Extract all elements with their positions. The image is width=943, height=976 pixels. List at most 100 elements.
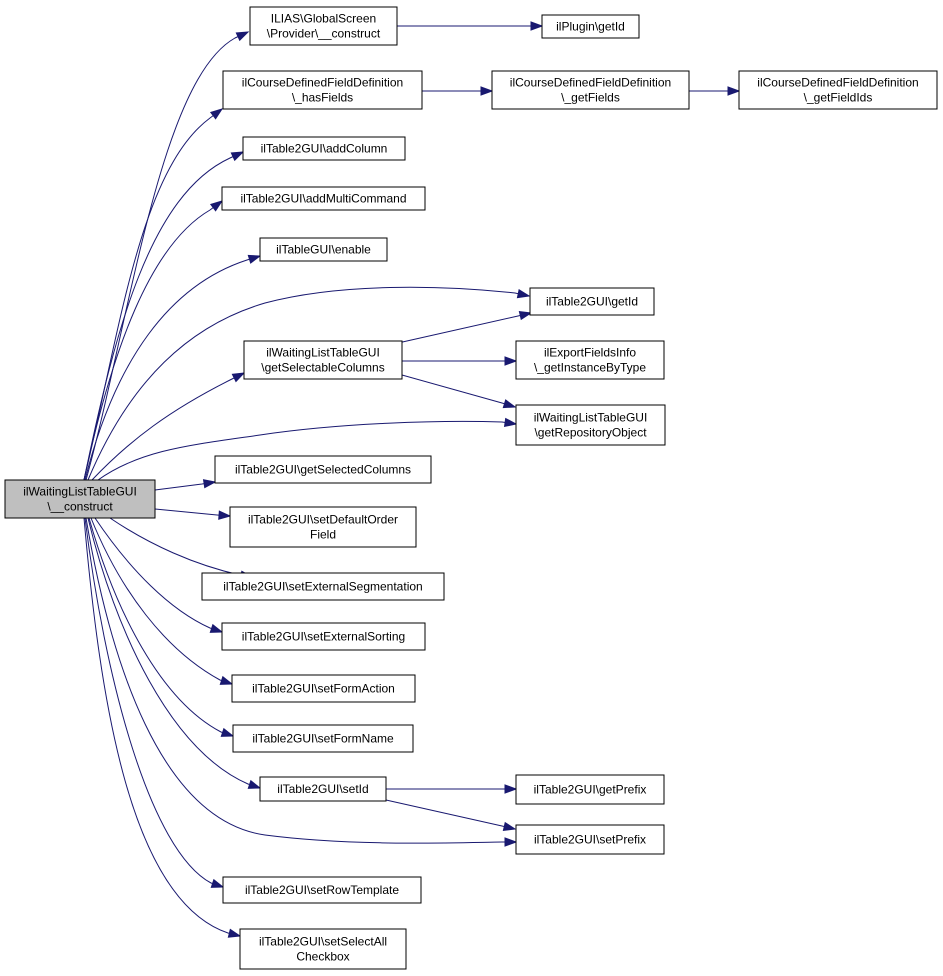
edge-arrowhead <box>209 200 224 212</box>
node-addmulticommand[interactable]: ilTable2GUI\addMultiCommand <box>221 186 426 211</box>
node-wl-getrepositoryobject[interactable]: ilWaitingListTableGUI\getRepositoryObjec… <box>515 404 666 446</box>
edge-arrowhead <box>727 86 741 96</box>
node-label-line: \getRepositoryObject <box>534 426 647 440</box>
node-box <box>222 70 423 110</box>
edge-root-to-wl_getselectablecolumns <box>91 372 246 481</box>
node-box <box>243 340 403 380</box>
edge-line <box>94 517 223 633</box>
node-getselectedcolumns[interactable]: ilTable2GUI\getSelectedColumns <box>214 455 432 484</box>
edges-layer <box>83 21 741 938</box>
node-wl-getselectablecolumns[interactable]: ilWaitingListTableGUI\getSelectableColum… <box>243 340 403 380</box>
edge-line <box>83 517 241 937</box>
node-label-line: ilTable2GUI\setSelectAll <box>259 935 387 949</box>
edge-root-to-t2_getid <box>87 286 531 481</box>
edge-root-to-setrowtemplate <box>84 517 225 888</box>
node-box <box>221 186 426 211</box>
edge-wl_getselectablecolumns-to-wl_getrepositoryobject <box>401 374 517 409</box>
edge-root-to-setid <box>87 517 262 789</box>
node-label-line: Field <box>310 528 336 542</box>
node-addcolumn[interactable]: ilTable2GUI\addColumn <box>242 136 406 161</box>
node-label-line: ilCourseDefinedFieldDefinition <box>757 76 918 90</box>
node-box <box>4 479 156 519</box>
edge-arrowhead <box>518 310 533 321</box>
edge-root-to-gs_provider_construct <box>85 31 250 481</box>
node-box <box>529 287 655 316</box>
node-label-line: ilTable2GUI\setFormName <box>252 732 394 746</box>
node-label-line: ilTable2GUI\setDefaultOrder <box>248 513 398 527</box>
edge-arrowhead <box>480 86 494 96</box>
edge-root-to-tablegui_enable <box>84 254 262 481</box>
node-box <box>541 14 640 39</box>
node-export-getinstancebytype[interactable]: ilExportFieldsInfo\_getInstanceByType <box>515 340 665 380</box>
node-box <box>242 136 406 161</box>
node-label-line: ilCourseDefinedFieldDefinition <box>510 76 671 90</box>
edge-line <box>84 517 224 888</box>
node-root[interactable]: ilWaitingListTableGUI\__construct <box>4 479 156 519</box>
edge-setid-to-setprefix <box>385 799 517 832</box>
edge-arrowhead <box>202 479 217 489</box>
node-box <box>249 6 398 46</box>
edge-line <box>85 31 249 481</box>
node-gs-provider-construct[interactable]: ILIAS\GlobalScreen\Provider\__construct <box>249 6 398 46</box>
node-cdf-getfields[interactable]: ilCourseDefinedFieldDefinition\_getField… <box>491 70 690 110</box>
edge-root-to-setformaction <box>90 517 234 685</box>
edge-root-to-setdefaultorderfield <box>154 508 232 520</box>
node-label-line: ilWaitingListTableGUI <box>23 485 137 499</box>
edge-arrowhead <box>502 399 517 409</box>
node-box <box>515 824 665 855</box>
edge-line <box>83 200 223 481</box>
edge-line <box>87 517 261 789</box>
node-setrowtemplate[interactable]: ilTable2GUI\setRowTemplate <box>222 876 422 904</box>
node-label-line: ilTable2GUI\setRowTemplate <box>245 883 399 897</box>
nodes-layer: ilWaitingListTableGUI\__construct ILIAS\G… <box>4 6 938 970</box>
node-cdf-hasfields[interactable]: ilCourseDefinedFieldDefinition\_hasField… <box>222 70 423 110</box>
edge-arrowhead <box>502 821 517 832</box>
node-box <box>232 724 414 753</box>
node-label-line: ilTable2GUI\setPrefix <box>534 833 646 847</box>
node-label-line: ilTable2GUI\getSelectedColumns <box>235 463 411 477</box>
edge-root-to-setexternalsorting <box>94 517 224 633</box>
edge-line <box>83 151 244 481</box>
node-setformaction[interactable]: ilTable2GUI\setFormAction <box>231 674 416 703</box>
node-label-line: \__construct <box>47 500 113 514</box>
edge-arrowhead <box>230 151 245 162</box>
node-box <box>222 876 422 904</box>
node-label-line: ilExportFieldsInfo <box>544 346 636 360</box>
node-setexternalsegmentation[interactable]: ilTable2GUI\setExternalSegmentation <box>201 572 445 601</box>
node-label-line: \getSelectableColumns <box>261 361 384 375</box>
edge-line <box>85 517 516 844</box>
node-box <box>239 928 407 970</box>
edge-arrowhead <box>504 837 518 847</box>
edge-line <box>91 372 245 481</box>
node-cdf-getfieldids[interactable]: ilCourseDefinedFieldDefinition\_getField… <box>738 70 938 110</box>
edge-arrowhead <box>218 510 232 520</box>
edge-root-to-wl_getrepositoryobject <box>97 417 518 481</box>
edge-arrowhead <box>504 784 518 794</box>
edge-arrowhead <box>516 288 531 299</box>
node-label-line: Checkbox <box>296 950 349 964</box>
node-label-line: \_getFields <box>561 91 620 105</box>
node-label-line: ilTable2GUI\addMultiCommand <box>240 192 406 206</box>
node-label-line: \_hasFields <box>292 91 353 105</box>
edge-arrowhead <box>503 417 518 428</box>
node-label-line: ILIAS\GlobalScreen <box>271 12 376 26</box>
node-getprefix[interactable]: ilTable2GUI\getPrefix <box>515 774 665 805</box>
node-t2-getid[interactable]: ilTable2GUI\getId <box>529 287 655 316</box>
edge-root-to-getselectedcolumns <box>154 479 217 491</box>
edge-arrowhead <box>247 779 262 789</box>
edge-arrowhead <box>247 254 262 264</box>
edge-arrowhead <box>210 878 225 888</box>
node-setexternalsorting[interactable]: ilTable2GUI\setExternalSorting <box>221 622 426 651</box>
edge-line <box>401 374 516 408</box>
node-box <box>259 776 387 802</box>
node-box <box>214 455 432 484</box>
edge-root-to-setselectallcheckbox <box>83 517 242 938</box>
node-plugin-getid[interactable]: ilPlugin\getId <box>541 14 640 39</box>
node-setprefix[interactable]: ilTable2GUI\setPrefix <box>515 824 665 855</box>
node-setformname[interactable]: ilTable2GUI\setFormName <box>232 724 414 753</box>
node-setid[interactable]: ilTable2GUI\setId <box>259 776 387 802</box>
node-tablegui-enable[interactable]: ilTableGUI\enable <box>259 237 388 262</box>
